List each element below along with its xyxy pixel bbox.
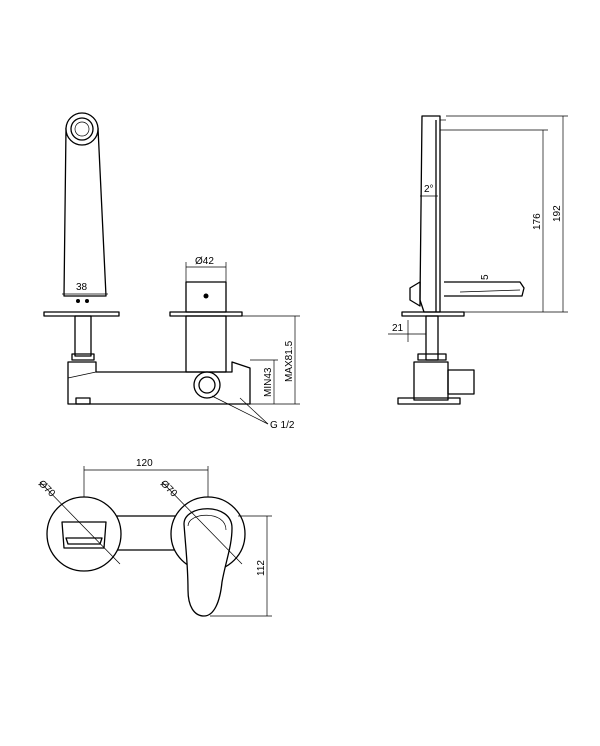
concealed-body-inner [67, 371, 97, 379]
top-view: 120 Ø70 Ø70 112 [36, 458, 272, 617]
spout-stem-collar [71, 353, 95, 361]
dia70-left-leader [39, 481, 121, 565]
spout-hole-left [76, 299, 80, 303]
spout-body [63, 127, 107, 297]
dim-angle-label: 2° [424, 184, 434, 195]
mixer-column [185, 315, 227, 373]
dim-dia42-label: Ø42 [195, 256, 214, 267]
dim-176-label: 176 [532, 213, 543, 230]
side-concealed-foot [397, 397, 461, 405]
top-lever-edge [187, 514, 227, 531]
side-stem-collar [417, 353, 447, 361]
dim-38-label: 38 [76, 282, 88, 293]
mixer-indicator-dot [203, 293, 209, 299]
top-lever-handle [183, 508, 233, 617]
side-lever-taper [459, 289, 521, 293]
inlet-connection-outer [193, 371, 221, 399]
spout-outlet-inner [70, 117, 94, 141]
inlet-connection-inner [198, 376, 216, 394]
body-foot [75, 397, 91, 405]
dim-5-label: 5 [480, 274, 491, 280]
side-valve-front [409, 281, 421, 307]
g12-label: G 1/2 [270, 420, 295, 431]
dim-112-label: 112 [256, 560, 267, 576]
dim-max-label: MAX81.5 [284, 340, 295, 382]
g12-leader-b [239, 397, 269, 425]
spout-outlet-core [74, 121, 90, 137]
dim-21-label: 21 [392, 323, 404, 334]
side-spout-profile [419, 115, 441, 313]
front-view: 38 G 1/2 Ø42 MAX81.5 [43, 112, 300, 431]
mixer-cartridge [185, 281, 227, 313]
spout-hole-right [85, 299, 89, 303]
dim-120-label: 120 [136, 458, 153, 469]
dim-192-label: 192 [552, 205, 563, 222]
side-view: 2° 5 21 176 192 [388, 115, 568, 405]
dia70-right-leader [161, 481, 243, 565]
spout-stem [74, 315, 92, 357]
side-concealed-body [413, 361, 449, 401]
side-concealed-body-right [447, 369, 475, 395]
dim-min-label: MIN43 [263, 367, 274, 397]
g12-leader-a [211, 395, 269, 425]
side-lever [444, 281, 525, 297]
top-left-plate [46, 496, 122, 572]
concealed-body [67, 361, 251, 405]
